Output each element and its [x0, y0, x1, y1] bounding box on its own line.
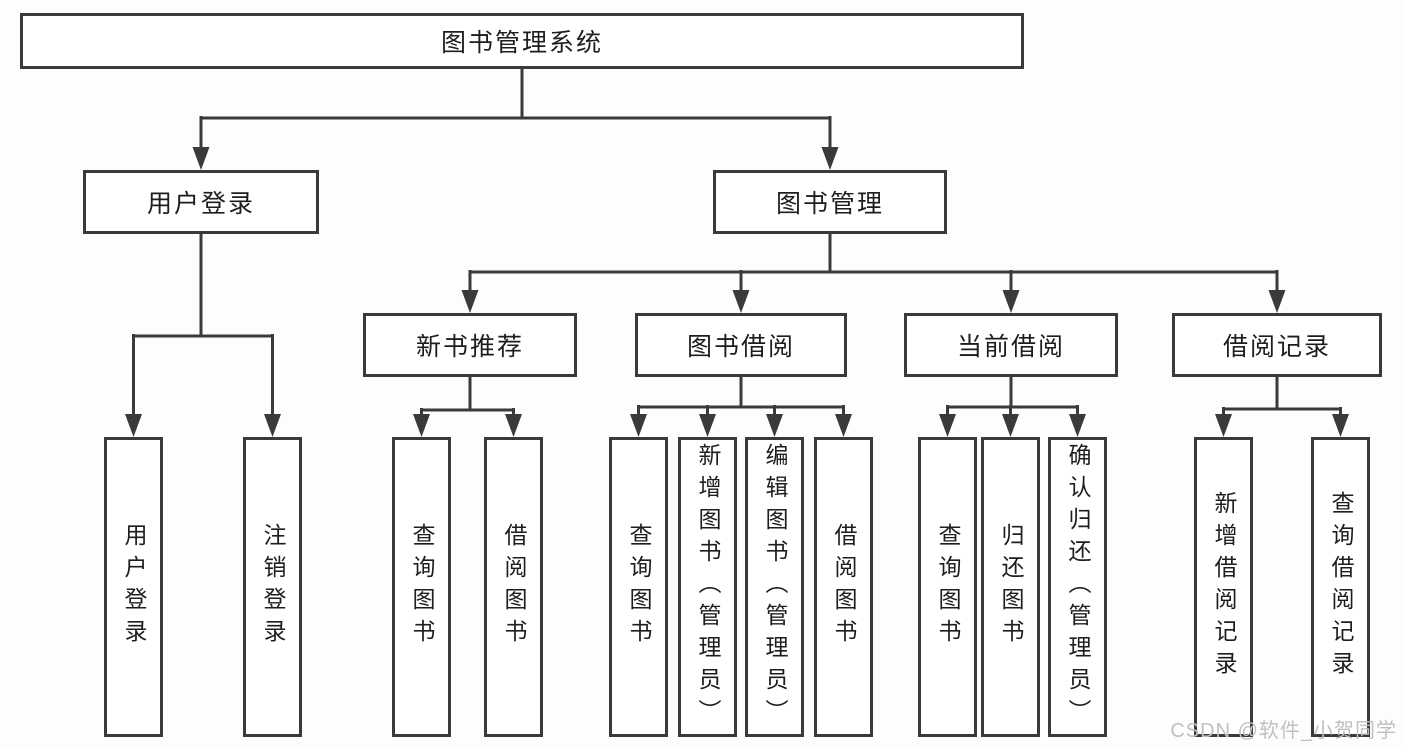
node-current-borrow: 当前借阅 — [904, 313, 1118, 377]
node-label: 借阅记录 — [1222, 333, 1331, 361]
leaf-query-books-recommend: 查询图书 — [392, 437, 451, 737]
leaf-borrow-books: 借阅图书 — [814, 437, 873, 737]
node-label: 查询借阅记录 — [1328, 491, 1354, 683]
leaf-add-book-admin: 新增图书（管理员） — [678, 437, 737, 737]
node-label: 图书管理 — [775, 190, 884, 218]
leaf-logout: 注销登录 — [243, 437, 302, 737]
node-label: 确认归还（管理员） — [1065, 443, 1091, 731]
node-label: 图书管理系统 — [440, 29, 603, 57]
leaf-confirm-return-admin: 确认归还（管理员） — [1048, 437, 1107, 737]
node-label: 新书推荐 — [415, 333, 524, 361]
leaf-edit-book-admin: 编辑图书（管理员） — [745, 437, 804, 737]
node-borrow-record: 借阅记录 — [1172, 313, 1382, 377]
node-label: 查询图书 — [626, 523, 652, 651]
arrowheads — [125, 147, 1349, 437]
leaf-query-borrow-record: 查询借阅记录 — [1311, 437, 1370, 737]
node-label: 借阅图书 — [831, 523, 857, 651]
node-label: 当前借阅 — [956, 333, 1065, 361]
node-label: 编辑图书（管理员） — [762, 443, 788, 731]
node-label: 注销登录 — [260, 523, 286, 651]
node-label: 用户登录 — [146, 190, 255, 218]
leaf-add-borrow-record: 新增借阅记录 — [1194, 437, 1253, 737]
leaf-return-books: 归还图书 — [981, 437, 1040, 737]
node-library-management-system: 图书管理系统 — [20, 13, 1024, 69]
node-label: 查询图书 — [409, 523, 435, 651]
node-new-book-recommend: 新书推荐 — [363, 313, 577, 377]
node-label: 用户登录 — [121, 523, 147, 651]
leaf-user-login: 用户登录 — [104, 437, 163, 737]
leaf-query-books-borrow: 查询图书 — [609, 437, 668, 737]
node-label: 借阅图书 — [501, 523, 527, 651]
node-label: 图书借阅 — [686, 333, 795, 361]
node-label: 归还图书 — [998, 523, 1024, 651]
node-user-login-module: 用户登录 — [83, 170, 319, 234]
node-book-borrow: 图书借阅 — [635, 313, 847, 377]
leaf-borrow-books-recommend: 借阅图书 — [484, 437, 543, 737]
node-label: 新增借阅记录 — [1211, 491, 1237, 683]
csdn-watermark: CSDN @软件_小贺同学 — [1170, 720, 1397, 742]
leaf-query-books-current: 查询图书 — [918, 437, 977, 737]
node-book-management-module: 图书管理 — [713, 170, 947, 234]
node-label: 新增图书（管理员） — [695, 443, 721, 731]
node-label: 查询图书 — [935, 523, 961, 651]
